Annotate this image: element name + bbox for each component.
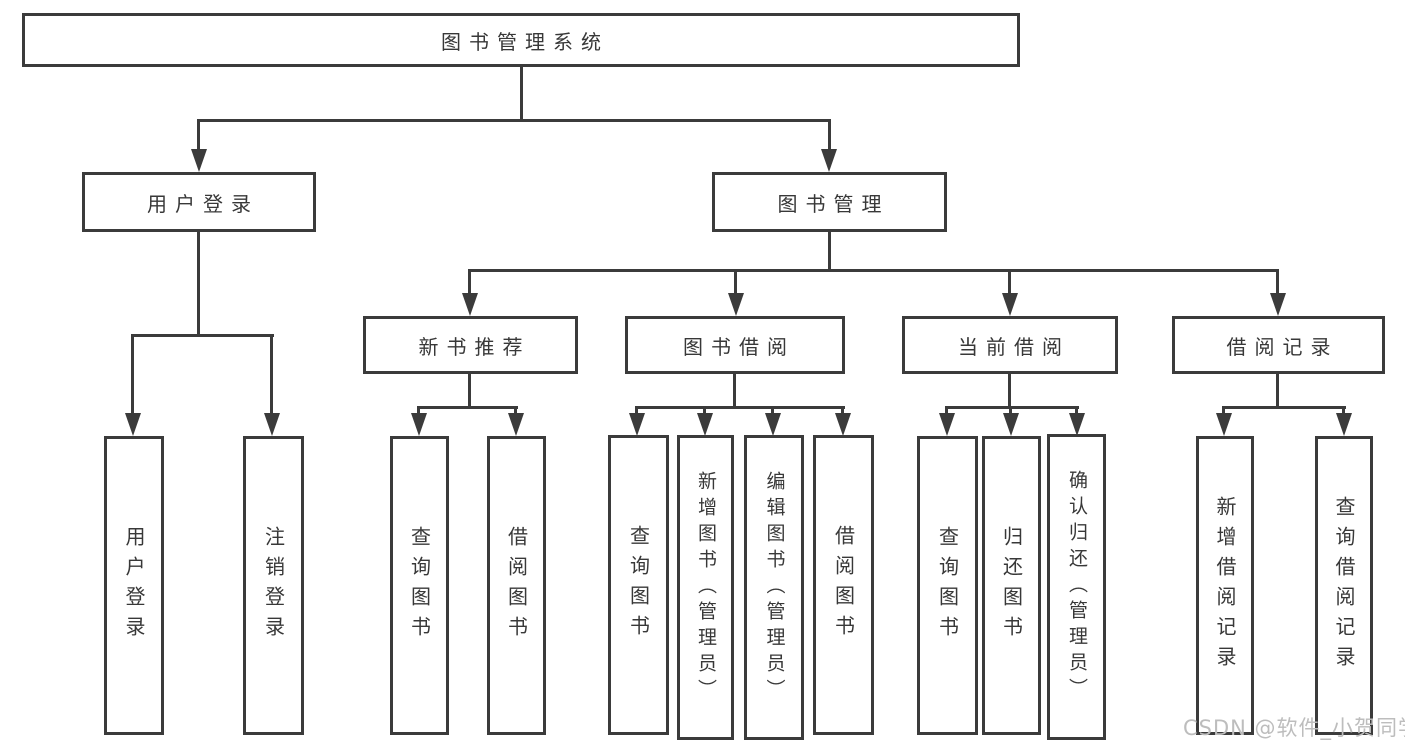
connector-line (703, 408, 706, 416)
connector-line (270, 336, 273, 414)
leaf-user-login: 用户登录 (104, 436, 164, 735)
connector-line (1008, 271, 1011, 295)
connector-line (945, 408, 948, 416)
connector-line (468, 271, 471, 295)
connector-line (520, 64, 523, 122)
connector-line (734, 271, 737, 295)
leaf-borrow-books-borrowing: 借阅图书 (813, 435, 874, 735)
node-label: 借阅记录 (1226, 334, 1339, 359)
connector-arrow (462, 293, 478, 316)
leaf-label: 借阅图书 (831, 525, 856, 645)
node-new-book-recommendation: 新书推荐 (363, 316, 578, 374)
connector-line (468, 372, 471, 409)
node-root: 图书管理系统 (22, 13, 1020, 67)
connector-line (1222, 406, 1346, 409)
connector-line (197, 119, 831, 122)
connector-line (1008, 372, 1011, 409)
connector-arrow (191, 149, 207, 172)
connector-line (1276, 271, 1279, 295)
leaf-borrow-books-recommend: 借阅图书 (487, 436, 546, 735)
connector-line (197, 230, 200, 337)
node-book-management: 图书管理 (712, 172, 947, 232)
connector-line (1009, 408, 1012, 416)
connector-line (1342, 408, 1345, 416)
connector-line (828, 121, 831, 151)
connector-arrow (1270, 293, 1286, 316)
connector-line (1222, 408, 1225, 416)
connector-line (828, 230, 831, 271)
connector-line (1075, 408, 1078, 416)
connector-arrow (728, 293, 744, 316)
connector-line (1276, 372, 1279, 409)
node-label: 图书借阅 (683, 334, 795, 359)
connector-line (131, 334, 274, 337)
connector-arrow (411, 413, 427, 436)
leaf-label: 确认归还（管理员） (1065, 470, 1088, 704)
leaf-query-books-borrowing: 查询图书 (608, 435, 669, 735)
node-current-borrowing: 当前借阅 (902, 316, 1118, 374)
leaf-label: 用户登录 (122, 525, 146, 646)
leaf-add-borrow-record: 新增借阅记录 (1196, 436, 1254, 735)
node-borrowing-records: 借阅记录 (1172, 316, 1385, 374)
leaf-edit-books-admin: 编辑图书（管理员） (744, 435, 804, 740)
leaf-confirm-return-admin: 确认归还（管理员） (1047, 434, 1106, 740)
leaf-query-books-recommend: 查询图书 (390, 436, 449, 735)
leaf-label: 查询图书 (407, 525, 432, 646)
connector-arrow (1336, 413, 1352, 436)
connector-arrow (697, 413, 713, 436)
leaf-return-books: 归还图书 (982, 436, 1041, 735)
node-label: 新书推荐 (418, 334, 531, 359)
csdn-watermark: CSDN @软件_小贺同学 (1183, 716, 1405, 740)
leaf-label: 借阅图书 (504, 525, 529, 646)
leaf-logout: 注销登录 (243, 436, 304, 735)
node-user-login: 用户登录 (82, 172, 316, 232)
connector-arrow (264, 413, 280, 436)
connector-line (197, 121, 200, 151)
connector-line (468, 269, 1279, 272)
connector-arrow (1003, 413, 1019, 436)
connector-arrow (508, 413, 524, 436)
connector-arrow (939, 413, 955, 436)
connector-line (635, 406, 845, 409)
connector-line (131, 336, 134, 414)
node-label: 当前借阅 (958, 334, 1070, 359)
connector-line (417, 406, 518, 409)
leaf-label: 注销登录 (261, 525, 286, 646)
connector-line (841, 408, 844, 416)
node-label: 用户登录 (147, 191, 259, 216)
leaf-query-books-current: 查询图书 (917, 436, 978, 735)
connector-line (417, 408, 420, 416)
node-book-borrowing: 图书借阅 (625, 316, 845, 374)
connector-arrow (1002, 293, 1018, 316)
leaf-label: 查询借阅记录 (1332, 495, 1356, 676)
connector-line (771, 408, 774, 416)
leaf-label: 新增图书（管理员） (694, 470, 717, 705)
connector-arrow (835, 413, 851, 436)
connector-arrow (629, 413, 645, 436)
leaf-query-borrow-record: 查询借阅记录 (1315, 436, 1373, 735)
connector-arrow (1216, 413, 1232, 436)
node-label: 图书管理 (777, 191, 890, 216)
connector-line (514, 408, 517, 416)
leaf-label: 编辑图书（管理员） (763, 470, 786, 705)
connector-line (733, 372, 736, 409)
leaf-label: 归还图书 (999, 525, 1024, 646)
node-root-label: 图书管理系统 (441, 29, 609, 54)
leaf-add-books-admin: 新增图书（管理员） (677, 435, 734, 740)
connector-line (635, 408, 638, 416)
leaf-label: 查询图书 (626, 525, 651, 645)
leaf-label: 新增借阅记录 (1213, 495, 1237, 676)
connector-arrow (765, 413, 781, 436)
connector-arrow (125, 413, 141, 436)
leaf-label: 查询图书 (935, 525, 960, 646)
connector-arrow (821, 149, 837, 172)
connector-line (945, 406, 1079, 409)
connector-arrow (1069, 413, 1085, 436)
